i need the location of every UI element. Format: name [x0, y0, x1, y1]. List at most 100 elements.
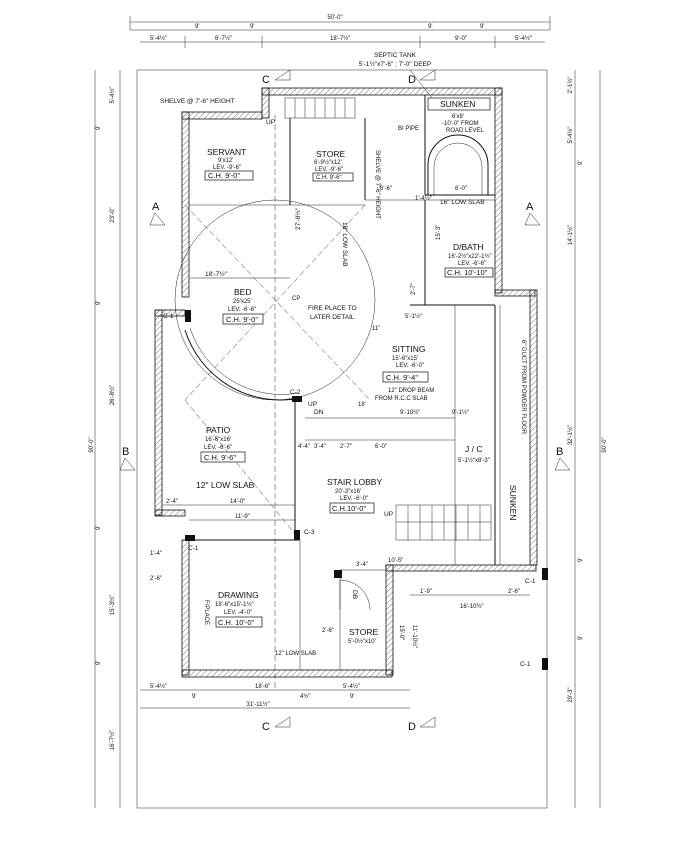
plot-boundary: [136, 69, 548, 809]
dim-text: 15'-0": [398, 625, 404, 640]
room-ceiling: C.H. 10'-10": [447, 268, 488, 277]
room-level: LEV. -4'-0": [224, 610, 252, 616]
room-stair-lobby: STAIR LOBBY 20'-3"x16' LEV. -6'-0" C.H.1…: [327, 477, 382, 514]
dim-text: 23'-0": [110, 207, 116, 222]
dim-text: 11'-10½": [411, 625, 418, 648]
column-label-c1-right: C-1: [525, 578, 536, 585]
room-size: 18'-6"x15'-1½": [215, 601, 254, 608]
room-size: 16'-2½"x22'-1½": [448, 253, 492, 260]
dim-text: 18'-7½": [205, 270, 228, 278]
column-marker: [185, 535, 195, 541]
room-jc: J / C 5'-1½"x8'-3": [458, 444, 490, 464]
bottom-overall-dim: 31'-11½": [246, 701, 269, 708]
room-name: PATIO: [206, 425, 231, 435]
dim-text: 9': [96, 301, 102, 305]
dim-text: 5'-1½": [405, 313, 422, 320]
room-servant: SERVANT 9'x12' LEV. -9'-6" C.H. 9'-0": [204, 147, 254, 181]
bi-pipe-note: BI PIPE: [398, 126, 419, 132]
shelve-note: SHELVE @ 7'-6" HEIGHT: [160, 98, 235, 105]
db-note: DB: [351, 590, 358, 599]
dim-text: 2'-1½": [567, 77, 574, 94]
dim-text: 2'-4": [166, 499, 178, 505]
dn-lobby-note: DN: [314, 409, 324, 416]
left-dimensions: 90'-0" 5'-4½" 23'-0" 26'-8½" 15'-3½" 16'…: [89, 70, 121, 808]
room-size: 9'x12': [218, 158, 233, 164]
room-level: LEV. -6'-6": [204, 445, 232, 451]
low-slab-12b-note: 12" LOW SLAB: [275, 651, 316, 657]
septic-tank-size: 5'-1½"x7'-6" ; 7'-0" DEEP: [359, 60, 431, 68]
septic-tank-label: SEPTIC TANK: [374, 52, 417, 59]
section-markers: C D C D A A B B: [119, 69, 571, 733]
right-overall-dim: 90'-0": [602, 437, 608, 452]
column-marker: [292, 396, 302, 402]
dim-text: 6'-0": [455, 186, 467, 192]
dim-text: 11'-9": [235, 514, 250, 520]
room-ceiling: C.H. 9'-6": [204, 453, 236, 462]
room-size: 6'x8': [452, 114, 464, 120]
dim-text: 2'-7": [411, 283, 417, 295]
dim-text: 2'-6": [322, 628, 334, 634]
dim-text: 1'-9": [420, 589, 432, 595]
up-lobby-note: UP: [308, 401, 317, 408]
section-a-right: A: [526, 201, 534, 213]
dim-text: 9': [428, 24, 432, 30]
room-level: LEV. -6'-6": [228, 307, 256, 313]
dim-text: 5'-4½": [515, 35, 532, 42]
room-level: LEV. -6'-6": [458, 261, 486, 267]
section-d-bottom: D: [408, 721, 416, 733]
dim-text: 6'-0": [375, 444, 387, 450]
dim-text: 1'-4": [150, 551, 162, 557]
column-marker: [185, 310, 191, 322]
room-level: LEV. -6'-0": [340, 496, 368, 502]
room-ceiling: C.H. 9'-4": [386, 373, 418, 382]
section-c-top: C: [262, 74, 270, 86]
room-level: LEV. -6'-0": [396, 363, 424, 369]
dim-text: 4½": [300, 693, 310, 700]
low-slab-16-note: 16" LOW SLAB: [440, 199, 485, 206]
dim-text: 16'-7½": [109, 730, 116, 750]
room-size: 5'-1½"x8'-3": [458, 457, 490, 464]
dim-text: 9': [578, 558, 584, 562]
dim-text: 9'-10½": [400, 409, 420, 416]
dim-text: 1'-4½": [415, 195, 432, 202]
room-store-bottom: STORE 5'-0½"x10': [348, 627, 378, 645]
room-sunken: SUNKEN 6'x8' -10'-0" FROM ROAD LEVEL: [427, 97, 491, 134]
dim-text: 5'-4½": [343, 683, 360, 690]
room-name: STORE: [349, 627, 378, 637]
up-stair-note: UP: [384, 511, 393, 518]
column-marker: [334, 570, 342, 578]
room-size: 5'-0½"x10': [348, 638, 376, 645]
drop-beam-note2: FROM R.C.C SLAB: [375, 396, 428, 402]
column-label-c2: C-2: [290, 389, 301, 396]
room-level: LEV. -9'-6": [213, 165, 241, 171]
dim-text: 26'-8½": [109, 385, 116, 405]
dim-text: 4'-4": [298, 444, 310, 450]
room-bed: BED 25'x25' LEV. -6'-6" C.H. 9'-0": [222, 287, 264, 325]
room-drawing: DRAWING 18'-6"x15'-1½" LEV. -4'-0" C.H. …: [215, 590, 263, 628]
room-ceiling: C.H. 10'-0": [218, 618, 255, 627]
room-patio: PATIO 16'-6"x16' LEV. -6'-6" C.H. 9'-6": [200, 425, 246, 463]
dim-text: 32'-1½": [567, 425, 574, 445]
dim-text: 5'-4½": [567, 127, 574, 144]
room-name: STORE: [316, 149, 345, 159]
dim-text: 14'-1½": [567, 225, 574, 245]
room-level: -10'-0" FROM: [442, 121, 479, 127]
shelve-vertical-note: SHELVE @ 7'-6" HEIGHT: [374, 150, 380, 219]
dim-text: 9'-1½": [452, 409, 469, 416]
room-name: SUNKEN: [440, 99, 475, 109]
inner-dimensions: 18'-7½" 27'-8½" 6'-6" 6'-0" 1'-4½" 15'-3…: [150, 186, 530, 648]
dim-text: 9'-0": [455, 36, 467, 42]
room-name: DRAWING: [218, 590, 259, 600]
room-ceiling: C.H. 9'-0": [208, 171, 240, 180]
low-slab-12-note: 12" LOW SLAB: [196, 480, 255, 490]
fplace-note: F/PLACE: [203, 600, 209, 625]
dim-text: 6'-6": [380, 186, 392, 192]
dim-text: 9': [578, 161, 584, 165]
room-ceiling: C.H.10'-0": [332, 504, 366, 513]
low-slab-18-note: 18" LOW SLAB: [341, 222, 348, 267]
dim-text: 2'-6": [508, 589, 520, 595]
top-staircase: [284, 97, 356, 119]
column-label-c1-far: C-1: [520, 661, 531, 668]
room-store-top: STORE 6'-9½"x12' LEV. -9'-6" C.H. 9'-6": [312, 149, 354, 182]
